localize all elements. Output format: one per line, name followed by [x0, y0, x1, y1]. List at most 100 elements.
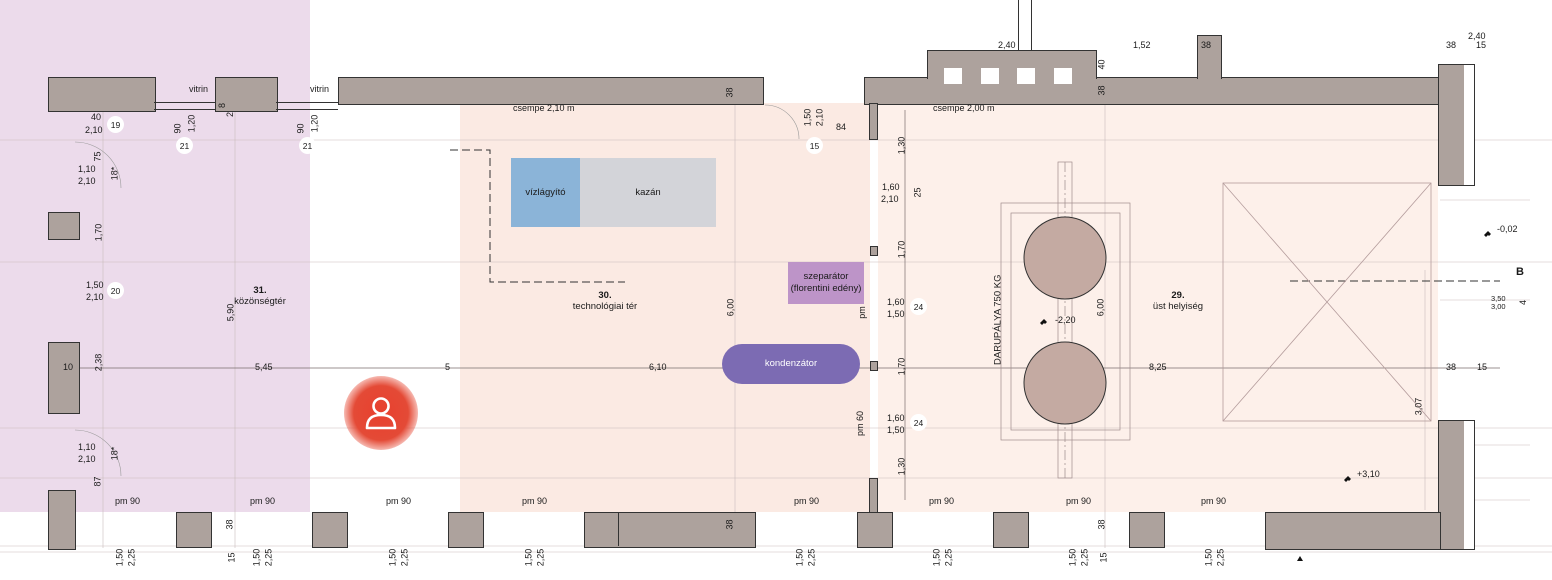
- dimension-label: 15: [1098, 552, 1109, 563]
- boiler[interactable]: kazán: [580, 158, 716, 227]
- wall: [869, 103, 878, 140]
- dimension-label: 1,10: [78, 442, 96, 452]
- dimension-label: 5: [445, 362, 451, 372]
- wall: [993, 512, 1029, 548]
- wall: [1438, 420, 1466, 550]
- dimension-label: 1,60: [882, 182, 900, 192]
- dimension-label: 1,52: [1133, 40, 1151, 50]
- tile-label: csempe 2,10 m: [513, 103, 575, 113]
- dimension-label: 1,30: [896, 457, 907, 476]
- room-30-name: technológiai tér: [572, 300, 638, 312]
- room-30-label: 30. technológiai tér: [555, 290, 655, 313]
- dimension-label: 2,25: [1079, 548, 1090, 567]
- dimension-label: 18*: [109, 446, 120, 461]
- dimension-label: 1,70: [896, 357, 907, 376]
- wall: [1464, 64, 1475, 186]
- dimension-label: 25: [912, 187, 923, 198]
- dimension-label: 1,70: [93, 223, 104, 242]
- wall: [338, 77, 764, 105]
- vitrin-line: [276, 102, 338, 110]
- wall: [1265, 512, 1441, 550]
- water-softener-label: vízlágyító: [525, 186, 566, 198]
- dimension-label: 1,70: [896, 240, 907, 259]
- dimension-label: 2,10: [86, 292, 104, 302]
- dimension-label: 1,50: [802, 108, 813, 127]
- water-softener[interactable]: vízlágyító: [511, 158, 580, 227]
- dimension-label: 5,90: [225, 303, 236, 322]
- dimension-label: 38: [724, 519, 735, 530]
- vessel-bottom: [1023, 341, 1107, 425]
- dimension-label: 40: [91, 112, 102, 122]
- dimension-label: 6,00: [725, 298, 736, 317]
- dimension-label: 2,25: [126, 548, 137, 567]
- section-marker-b[interactable]: B: [1516, 266, 1524, 278]
- dimension-label: 2,10: [814, 108, 825, 127]
- room-31-label: 31. közönségtér: [210, 285, 310, 308]
- door-number[interactable]: 21: [176, 137, 193, 154]
- dimension-label: 87: [92, 476, 103, 487]
- dimension-label: 1,50: [1067, 548, 1078, 567]
- room-29-label: 29. üst helyiség: [1128, 290, 1228, 313]
- vitrin-label: vitrin: [189, 84, 209, 94]
- opening-label: pm 90: [1201, 496, 1227, 506]
- dimension-label: pm: [856, 306, 867, 319]
- wall: [48, 342, 80, 414]
- separator-label: szeparátor: [803, 271, 849, 283]
- dimension-label: 5,45: [255, 362, 273, 372]
- dimension-label: 38: [724, 87, 735, 98]
- opening-label: pm 90: [115, 496, 141, 506]
- dimension-label: 2,25: [806, 548, 817, 567]
- door-number[interactable]: 21: [299, 137, 316, 154]
- dimension-label: 84: [836, 122, 847, 132]
- dimension-label: 1,20: [186, 114, 197, 133]
- dimension-label: 40: [1096, 59, 1107, 70]
- vitrin-label: vitrin: [310, 84, 330, 94]
- dimension-label: 10: [63, 362, 74, 372]
- dimension-label: 38: [1201, 40, 1212, 50]
- dimension-label: 2,25: [535, 548, 546, 567]
- separator[interactable]: szeparátor (florentini edény): [788, 262, 864, 304]
- vent-opening: [1017, 68, 1035, 84]
- dimension-label: 1,60: [887, 413, 905, 423]
- door-number[interactable]: 15: [806, 137, 823, 154]
- user-avatar-button[interactable]: [344, 376, 418, 450]
- chimney-line: [1018, 0, 1019, 50]
- dimension-label: 38: [1096, 519, 1107, 530]
- door-number[interactable]: 24: [910, 414, 927, 431]
- dimension-label: 2: [225, 111, 236, 118]
- condenser[interactable]: kondenzátor: [722, 344, 860, 384]
- level-label: -0,02: [1497, 224, 1518, 234]
- boiler-room-zone: [878, 103, 1438, 512]
- dimension-label: 2,25: [943, 548, 954, 567]
- wall: [448, 512, 484, 548]
- dimension-label: 38: [1446, 40, 1457, 50]
- room-31-name: közönségtér: [234, 295, 286, 307]
- dimension-label: 90: [295, 123, 306, 134]
- vent-opening: [981, 68, 999, 84]
- wall: [1197, 35, 1222, 79]
- dimension-label: 1,50: [523, 548, 534, 567]
- dimension-label: 15: [1476, 40, 1487, 50]
- dimension-label: 38: [1446, 362, 1457, 372]
- dimension-label: 1,50: [887, 425, 905, 435]
- wall: [48, 490, 76, 550]
- wall: [1438, 64, 1466, 186]
- opening-label: pm 90: [929, 496, 955, 506]
- room-31-number: 31.: [253, 285, 267, 296]
- dimension-label: 38: [1096, 85, 1107, 96]
- wall: [48, 212, 80, 240]
- dimension-label: 15: [1477, 362, 1488, 372]
- dimension-label: 2,40: [998, 40, 1016, 50]
- dimension-label: 6,00: [1095, 298, 1106, 317]
- wall: [215, 77, 278, 112]
- user-icon: [365, 397, 397, 430]
- door-number[interactable]: 20: [107, 282, 124, 299]
- dimension-label: 3,00: [1491, 302, 1506, 311]
- door-number[interactable]: 19: [107, 116, 124, 133]
- wall: [1129, 512, 1165, 548]
- dimension-label: 4: [1518, 299, 1529, 306]
- dimension-label: 2,38: [93, 353, 104, 372]
- opening-label: pm 90: [794, 496, 820, 506]
- door-number[interactable]: 24: [910, 298, 927, 315]
